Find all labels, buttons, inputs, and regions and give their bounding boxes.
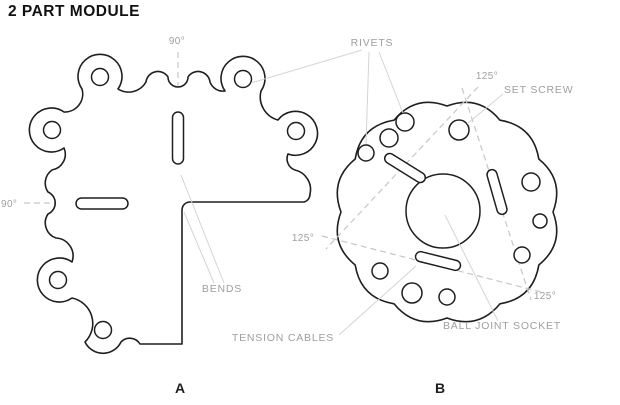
rivet-hole bbox=[233, 69, 253, 89]
rivet-hole bbox=[532, 213, 548, 229]
rivets-leader-b1 bbox=[365, 51, 370, 145]
angle-label-125-right: 125° bbox=[534, 291, 556, 302]
rivet-hole bbox=[438, 288, 456, 306]
part-a-letter: A bbox=[175, 380, 185, 396]
set-screw-label: SET SCREW bbox=[504, 84, 573, 96]
ball-joint-socket-leader bbox=[444, 214, 499, 322]
rivet-hole bbox=[379, 128, 399, 148]
tension-cable-slot bbox=[414, 250, 462, 272]
rivets-leader-a bbox=[250, 49, 363, 84]
rivet-hole bbox=[90, 67, 110, 87]
rivet-hole bbox=[42, 120, 62, 140]
rivet-hole bbox=[286, 121, 306, 141]
angle-label-90-left: 90° bbox=[1, 199, 17, 210]
rivet-hole bbox=[371, 262, 389, 280]
rivet-hole bbox=[513, 246, 531, 264]
page-title: 2 PART MODULE bbox=[8, 3, 140, 20]
rivet-hole bbox=[521, 172, 541, 192]
part-a: 90° 90° bbox=[1, 36, 319, 355]
set-screw-hole bbox=[448, 119, 470, 141]
angle-label-125-top: 125° bbox=[476, 71, 498, 82]
set-screw-leader bbox=[466, 93, 504, 125]
part-a-outline bbox=[28, 53, 319, 355]
angle-label-125-left: 125° bbox=[292, 233, 314, 244]
bends-label: BENDS bbox=[202, 283, 242, 295]
rivets-leader-b2 bbox=[378, 51, 404, 114]
rivet-hole bbox=[93, 320, 113, 340]
tension-cables-leader bbox=[338, 265, 417, 336]
angle-label-90-top: 90° bbox=[169, 36, 185, 47]
ball-joint-socket-label: BALL JOINT SOCKET bbox=[443, 320, 561, 332]
part-b-letter: B bbox=[435, 380, 445, 396]
slot-horizontal bbox=[75, 197, 129, 210]
leader-lines bbox=[180, 49, 504, 336]
rivet-hole bbox=[357, 144, 375, 162]
slot-vertical bbox=[171, 111, 185, 165]
bends-leader-corner bbox=[183, 211, 215, 284]
rivets-label: RIVETS bbox=[351, 37, 394, 49]
part-b: 125° 125° 125° bbox=[292, 71, 558, 323]
ball-joint-socket-hole bbox=[405, 173, 481, 249]
tension-cables-label: TENSION CABLES bbox=[232, 332, 334, 344]
rivet-hole bbox=[48, 270, 68, 290]
rivet-hole bbox=[395, 112, 415, 132]
bends-leader-vertical bbox=[180, 174, 225, 284]
tension-cable-slot bbox=[383, 152, 427, 184]
rivet-hole bbox=[401, 282, 423, 304]
